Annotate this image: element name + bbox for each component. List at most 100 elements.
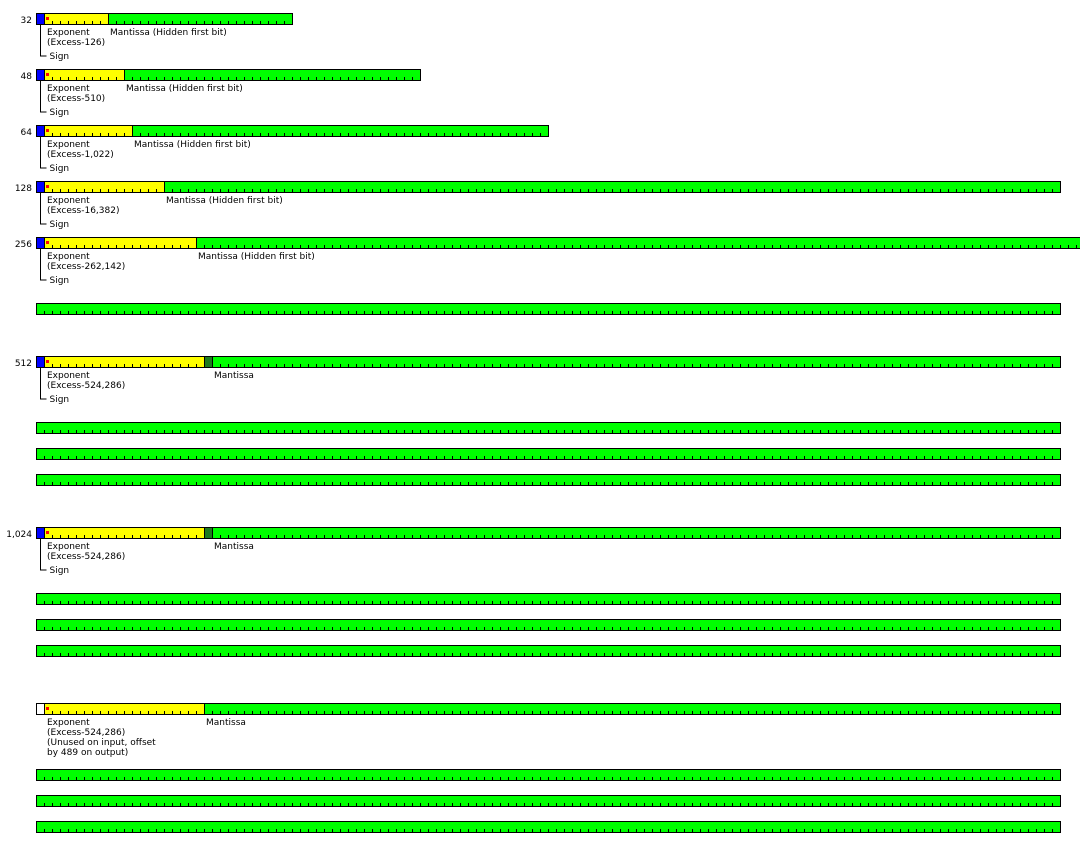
mantissa-field-0	[108, 13, 293, 25]
exponent-marker-1	[46, 73, 49, 76]
exponent-marker-4	[46, 241, 49, 244]
extra-word-6-2-ticks	[44, 653, 1053, 656]
sign-leader-6	[40, 539, 47, 571]
extra-word-7-0	[36, 769, 1061, 781]
sign-leader-1	[40, 81, 47, 113]
sign-leader-4	[40, 249, 47, 281]
exponent-text-0-0: Exponent	[47, 28, 90, 38]
extra-word-5-0-ticks	[44, 430, 1053, 433]
mantissa-text-2: Mantissa (Hidden first bit)	[134, 140, 251, 150]
sign-bit-6	[36, 527, 45, 539]
exponent-text-5-1: (Excess-524,286)	[47, 381, 125, 391]
mantissa-text-6: Mantissa	[214, 542, 254, 552]
extra-word-4-0	[36, 303, 1061, 315]
exponent-text-4-1: (Excess-262,142)	[47, 262, 125, 272]
extra-word-6-1-ticks	[44, 627, 1053, 630]
exponent-marker-0	[46, 17, 49, 20]
extra-word-7-0-ticks	[44, 777, 1053, 780]
mantissa-text-7: Mantissa	[206, 718, 246, 728]
sign-bit-3	[36, 181, 45, 193]
exponent-text-1-0: Exponent	[47, 84, 90, 94]
extra-word-5-1-ticks	[44, 456, 1053, 459]
mantissa-field-4-ticks	[204, 245, 1077, 248]
exponent-marker-7	[46, 707, 49, 710]
exponent-field-6-ticks	[52, 535, 197, 538]
sign-text-3: Sign	[50, 220, 70, 230]
format-label-5: 512	[15, 359, 32, 369]
extra-word-7-2	[36, 821, 1061, 833]
exponent-text-6-1: (Excess-524,286)	[47, 552, 125, 562]
exponent-text-4-0: Exponent	[47, 252, 90, 262]
sign-leader-0	[40, 25, 47, 57]
sign-bit-2	[36, 125, 45, 137]
exponent-marker-2	[46, 129, 49, 132]
exponent-text-7-1: (Excess-524,286)	[47, 728, 125, 738]
mantissa-field-7-ticks	[212, 711, 1053, 714]
sign-text-6: Sign	[50, 566, 70, 576]
extra-word-7-1	[36, 795, 1061, 807]
mantissa-text-4: Mantissa (Hidden first bit)	[198, 252, 315, 262]
sign-text-1: Sign	[50, 108, 70, 118]
format-label-3: 128	[15, 184, 32, 194]
extra-word-6-0-ticks	[44, 601, 1053, 604]
mantissa-text-5: Mantissa	[214, 371, 254, 381]
exponent-field-2-ticks	[52, 133, 125, 136]
exponent-field-1-ticks	[52, 77, 117, 80]
mantissa-field-4	[196, 237, 1080, 249]
extra-word-6-0	[36, 593, 1061, 605]
explicit-bit-5	[204, 356, 213, 368]
exponent-text-1-1: (Excess-510)	[47, 94, 105, 104]
mantissa-field-1-ticks	[132, 77, 413, 80]
mantissa-field-0-ticks	[116, 21, 285, 24]
extra-word-5-2-ticks	[44, 482, 1053, 485]
mantissa-field-6	[212, 527, 1061, 539]
mantissa-field-5-ticks	[220, 364, 1053, 367]
mantissa-text-0: Mantissa (Hidden first bit)	[110, 28, 227, 38]
extra-word-7-2-ticks	[44, 829, 1053, 832]
extra-word-6-2	[36, 645, 1061, 657]
format-label-0: 32	[21, 16, 32, 26]
mantissa-field-7	[204, 703, 1061, 715]
mantissa-field-6-ticks	[220, 535, 1053, 538]
exponent-text-7-0: Exponent	[47, 718, 90, 728]
exponent-field-0-ticks	[52, 21, 101, 24]
mantissa-field-3-ticks	[172, 189, 1053, 192]
mantissa-field-2	[132, 125, 549, 137]
exponent-text-6-0: Exponent	[47, 542, 90, 552]
extra-word-7-1-ticks	[44, 803, 1053, 806]
sign-text-2: Sign	[50, 164, 70, 174]
extra-word-5-1	[36, 448, 1061, 460]
exponent-field-4	[44, 237, 197, 249]
explicit-bit-6	[204, 527, 213, 539]
mantissa-field-3	[164, 181, 1061, 193]
extra-word-5-2	[36, 474, 1061, 486]
sign-text-4: Sign	[50, 276, 70, 286]
exponent-field-2	[44, 125, 133, 137]
exponent-field-3-ticks	[52, 189, 157, 192]
exponent-text-0-1: (Excess-126)	[47, 38, 105, 48]
exponent-text-7-2: (Unused on input, offset	[47, 738, 156, 748]
sign-bit-7	[36, 703, 45, 715]
sign-text-5: Sign	[50, 395, 70, 405]
format-label-6: 1,024	[6, 530, 32, 540]
sign-text-0: Sign	[50, 52, 70, 62]
exponent-field-7-ticks	[52, 711, 197, 714]
sign-leader-5	[40, 368, 47, 400]
exponent-text-3-0: Exponent	[47, 196, 90, 206]
exponent-field-3	[44, 181, 165, 193]
format-label-4: 256	[15, 240, 32, 250]
exponent-text-2-0: Exponent	[47, 140, 90, 150]
sign-leader-2	[40, 137, 47, 169]
exponent-text-5-0: Exponent	[47, 371, 90, 381]
sign-bit-0	[36, 13, 45, 25]
extra-word-5-0	[36, 422, 1061, 434]
extra-word-4-0-ticks	[44, 311, 1053, 314]
exponent-text-3-1: (Excess-16,382)	[47, 206, 119, 216]
sign-bit-5	[36, 356, 45, 368]
exponent-marker-5	[46, 360, 49, 363]
mantissa-field-2-ticks	[140, 133, 541, 136]
mantissa-field-5	[212, 356, 1061, 368]
mantissa-field-1	[124, 69, 421, 81]
